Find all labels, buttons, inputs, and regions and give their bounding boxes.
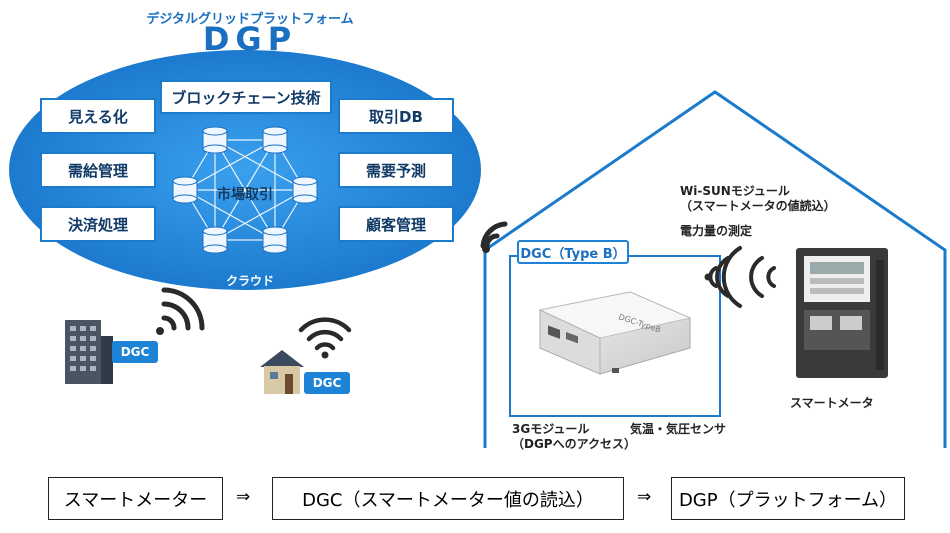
wisun-module-title: Wi-SUNモジュール — [680, 184, 790, 198]
wifi-icon-building — [161, 287, 205, 331]
wisun-module-label: Wi-SUNモジュール （スマートメータの値読込） — [680, 184, 836, 214]
wave-icon-right — [749, 256, 776, 298]
database-icons — [172, 126, 318, 254]
wifi-dot-house — [321, 351, 329, 359]
smart-meter-label: スマートメータ — [790, 396, 874, 410]
power-measure-label: 電力量の測定 — [680, 224, 753, 238]
module-3g-desc: （DGPへのアクセス） — [512, 437, 637, 451]
flow-step-dgp: DGP（プラットフォーム） — [671, 477, 905, 520]
wifi-waves-cloud — [480, 221, 508, 249]
dgc-tag-house: DGC — [304, 372, 350, 394]
market-trading-label: 市場取引 — [217, 187, 273, 203]
module-3g-title: 3Gモジュール — [512, 422, 590, 436]
dgc-typeb-label: DGC（Type B） — [517, 240, 629, 264]
function-box-transaction-db: 取引DB — [338, 98, 454, 134]
function-box-visualization: 見える化 — [40, 98, 156, 134]
wifi-dot-cloud — [482, 245, 490, 253]
house-outline — [483, 90, 947, 448]
wifi-dot-building — [156, 327, 164, 335]
flow-step-dgc: DGC（スマートメーター値の読込） — [272, 477, 624, 520]
platform-subtitle: デジタルグリッドプラットフォーム — [146, 12, 354, 27]
wave-dot — [704, 273, 712, 281]
flow-step-smart-meter: スマートメーター — [48, 477, 223, 520]
module-3g-label: 3Gモジュール （DGPへのアクセス） — [512, 422, 636, 452]
platform-name: DGP — [202, 20, 298, 58]
dgc-tag-building: DGC — [112, 341, 158, 363]
sensor-port — [612, 368, 619, 373]
smart-meter-image — [796, 248, 888, 378]
flow-arrow-2: ⇒ — [637, 487, 652, 507]
dgc-device-image: DGC-TypeB — [538, 291, 692, 375]
function-box-customer-management: 顧客管理 — [338, 206, 454, 242]
function-box-demand-forecast: 需要予測 — [338, 152, 454, 188]
sensor-label: 気温・気圧センサ — [630, 422, 727, 436]
function-box-settlement: 決済処理 — [40, 206, 156, 242]
wifi-icon-house — [298, 317, 352, 351]
flow-arrow-1: ⇒ — [236, 487, 251, 507]
function-box-supply-demand: 需給管理 — [40, 152, 156, 188]
office-building-icon — [65, 320, 113, 384]
wisun-module-desc: （スマートメータの値読込） — [680, 199, 836, 213]
function-box-blockchain: ブロックチェーン技術 — [160, 80, 332, 114]
cloud-label: クラウド — [225, 274, 274, 288]
home-house-icon — [260, 350, 304, 394]
